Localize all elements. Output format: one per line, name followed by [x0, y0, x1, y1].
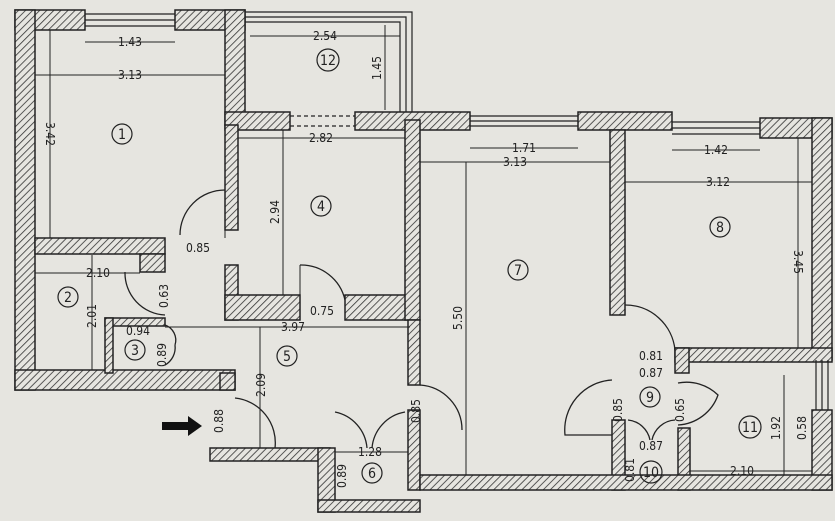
svg-text:11: 11: [742, 420, 758, 436]
room-1: 1: [111, 123, 133, 145]
room-labels: 1 2 3 4 5 6 7 8 9 10 11 12: [57, 48, 762, 484]
svg-text:3.97: 3.97: [281, 320, 305, 334]
balcony-outline: [245, 11, 413, 112]
svg-text:1.45: 1.45: [370, 56, 384, 80]
svg-text:2.01: 2.01: [85, 304, 99, 328]
svg-text:1.71: 1.71: [512, 141, 536, 155]
room-2: 2: [57, 286, 79, 308]
svg-text:9: 9: [646, 390, 654, 406]
svg-text:6: 6: [368, 466, 376, 482]
svg-text:10: 10: [643, 465, 659, 481]
svg-text:5.50: 5.50: [451, 306, 465, 330]
svg-text:0.89: 0.89: [155, 343, 169, 367]
room-8: 8: [709, 216, 731, 238]
room-7: 7: [507, 259, 529, 281]
svg-text:1: 1: [118, 127, 126, 143]
svg-text:2.94: 2.94: [268, 200, 282, 224]
svg-text:0.81: 0.81: [623, 458, 637, 482]
svg-text:0.89: 0.89: [335, 464, 349, 488]
svg-text:3.45: 3.45: [791, 250, 805, 274]
windows: [85, 13, 829, 410]
svg-text:0.88: 0.88: [212, 409, 226, 433]
svg-text:4: 4: [317, 199, 325, 215]
room-3: 3: [124, 339, 146, 361]
room-10: 10: [639, 460, 663, 484]
svg-text:0.81: 0.81: [639, 349, 663, 363]
svg-text:2.54: 2.54: [313, 29, 337, 43]
svg-text:2.82: 2.82: [309, 131, 333, 145]
svg-text:0.85: 0.85: [611, 398, 625, 422]
entrance-arrow-icon: [162, 416, 202, 436]
svg-text:0.58: 0.58: [795, 416, 809, 440]
svg-text:0.65: 0.65: [673, 398, 687, 422]
dimension-labels: 1.43 3.13 3.42 2.54 1.45 2.82 2.94 0.75 …: [43, 29, 809, 488]
svg-text:2: 2: [64, 290, 72, 306]
svg-text:3.13: 3.13: [118, 68, 142, 82]
svg-text:12: 12: [320, 53, 336, 69]
doors: [124, 189, 719, 449]
svg-text:0.85: 0.85: [186, 241, 210, 255]
svg-text:7: 7: [514, 263, 522, 279]
svg-text:1.43: 1.43: [118, 35, 142, 49]
room-11: 11: [738, 415, 762, 439]
svg-text:0.75: 0.75: [310, 304, 334, 318]
svg-text:0.63: 0.63: [157, 284, 171, 308]
svg-text:2.10: 2.10: [730, 464, 754, 478]
svg-text:1.92: 1.92: [769, 416, 783, 440]
svg-text:2.09: 2.09: [254, 373, 268, 397]
svg-text:0.87: 0.87: [639, 366, 663, 380]
svg-text:1.42: 1.42: [704, 143, 728, 157]
svg-text:3.13: 3.13: [503, 155, 527, 169]
svg-text:5: 5: [283, 349, 291, 365]
svg-text:3.12: 3.12: [706, 175, 730, 189]
walls: [14, 9, 833, 513]
svg-text:0.87: 0.87: [639, 439, 663, 453]
room-5: 5: [276, 345, 298, 367]
dimension-lines: [35, 25, 812, 475]
svg-text:0.94: 0.94: [126, 324, 150, 338]
svg-text:2.10: 2.10: [86, 266, 110, 280]
room-4: 4: [310, 195, 332, 217]
room-6: 6: [361, 462, 383, 484]
svg-text:1.28: 1.28: [358, 445, 382, 459]
svg-text:0.85: 0.85: [409, 399, 423, 423]
svg-text:3: 3: [131, 343, 139, 359]
room-12: 12: [316, 48, 340, 72]
svg-text:8: 8: [716, 220, 724, 236]
svg-text:3.42: 3.42: [43, 122, 57, 146]
room-9: 9: [639, 386, 661, 408]
